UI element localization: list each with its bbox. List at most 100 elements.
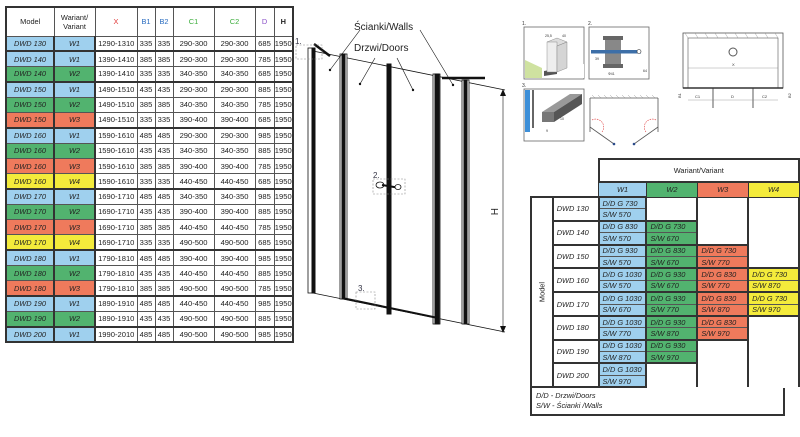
cell-c1: 390-400 — [172, 111, 215, 129]
cell-model: DWD 150 — [5, 111, 55, 129]
walls-label: Ścianki/Walls — [354, 20, 413, 33]
installation-plan: X C1 D C2 B1 B2 — [677, 32, 792, 108]
wall-size-cell: S/W 970 — [597, 375, 648, 389]
cell-model: DWD 140 — [5, 66, 55, 83]
cell-variant: W2 — [53, 66, 96, 83]
cell-c1: 490-500 — [172, 310, 215, 328]
cell-c1: 440-450 — [172, 295, 215, 312]
empty-cell — [697, 339, 750, 364]
cell-model: DWD 150 — [5, 96, 55, 113]
cell-d: 985 — [254, 325, 275, 343]
detail-2-handle: 2. 39 Φ41 64 — [588, 21, 650, 80]
door-size-cell: D/D G 1030 — [597, 338, 648, 353]
empty-cell — [748, 220, 800, 245]
cell-variant: W1 — [53, 50, 96, 68]
wall-size-cell: S/W 870 — [597, 351, 648, 365]
cell-c2: 390-400 — [213, 203, 256, 221]
cell-b1: 485 — [136, 126, 156, 144]
cell-x: 1390-1410 — [94, 66, 138, 83]
cell-x: 1490-1510 — [94, 111, 138, 129]
empty-cell — [748, 244, 800, 269]
empty-cell — [748, 339, 800, 364]
cell-x: 1590-1610 — [94, 126, 138, 144]
model-axis-label: Model — [537, 282, 547, 303]
door-size-cell: D/D G 930 — [645, 314, 699, 329]
cell-c2: 340-350 — [213, 142, 256, 159]
shower-door-diagram: Ścianki/Walls Drzwi/Doors H 1. 2. 3. — [295, 20, 506, 333]
cell-b1: 435 — [136, 264, 156, 282]
cell-x: 1890-1910 — [94, 310, 138, 328]
cell-variant: W1 — [53, 295, 96, 312]
cell-model: DWD 190 — [5, 310, 55, 328]
empty-cell — [646, 197, 699, 221]
door-size-cell: D/D G 930 — [645, 338, 699, 353]
variant-model-label: DWD 190 — [551, 338, 600, 365]
variant-model-label: DWD 150 — [551, 243, 600, 270]
wall-size-cell: S/W 970 — [645, 351, 699, 365]
plan-label-c1: C1 — [695, 94, 701, 99]
cell-variant: W1 — [53, 187, 96, 205]
cell-b2: 335 — [154, 173, 174, 190]
cell-b2: 335 — [154, 234, 174, 251]
header-d: D — [254, 6, 275, 37]
cell-b2: 485 — [154, 249, 174, 266]
door-size-cell: D/D G 830 — [597, 219, 648, 234]
variant-title: Wariant/Variant — [597, 158, 800, 183]
header-c2: C2 — [213, 6, 256, 37]
door-size-cell: D/D G 730 — [747, 267, 800, 281]
wall-size-cell: S/W 570 — [597, 280, 648, 294]
cell-b2: 385 — [154, 96, 174, 113]
cell-b1: 385 — [136, 50, 156, 68]
cell-d: 785 — [254, 157, 275, 175]
height-label: H — [488, 208, 499, 215]
variant-column-w3: W3 — [696, 181, 749, 198]
cell-c1: 290-300 — [172, 50, 215, 68]
cell-d: 885 — [254, 203, 275, 221]
door-size-cell: D/D G 730 — [696, 243, 750, 257]
cell-b1: 435 — [136, 80, 156, 98]
cell-b2: 385 — [154, 219, 174, 236]
plan-label-b1: B1 — [677, 92, 682, 98]
cell-b2: 435 — [154, 203, 174, 221]
cell-c1: 390-400 — [172, 249, 215, 266]
door-size-cell: D/D G 1030 — [597, 362, 648, 376]
legend-walls: S/W - Ścianki /Walls — [536, 401, 603, 411]
cell-b1: 335 — [136, 66, 156, 83]
cell-b1: 485 — [136, 295, 156, 312]
door-frame-drawing — [307, 43, 506, 333]
cell-model: DWD 170 — [5, 187, 55, 205]
cell-c2: 490-500 — [213, 310, 256, 328]
doors-label: Drzwi/Doors — [354, 43, 408, 54]
cell-b1: 485 — [136, 249, 156, 266]
wall-size-cell: S/W 770 — [696, 280, 750, 294]
cell-c2: 390-400 — [213, 111, 256, 129]
cell-d: 985 — [254, 249, 275, 266]
cell-x: 1590-1610 — [94, 157, 138, 175]
cell-b2: 435 — [154, 142, 174, 159]
cell-c1: 390-400 — [172, 203, 215, 221]
cell-variant: W1 — [53, 325, 96, 343]
cell-model: DWD 180 — [5, 264, 55, 282]
plan-label-d: D — [731, 94, 734, 99]
cell-variant: W1 — [53, 80, 96, 98]
empty-cell — [697, 220, 750, 245]
header-c1: C1 — [172, 6, 215, 37]
wall-size-cell: S/W 870 — [645, 327, 699, 341]
cell-b1: 485 — [136, 325, 156, 343]
cell-d: 685 — [254, 66, 275, 83]
door-size-cell: D/D G 1030 — [597, 314, 648, 329]
plan-label-b2: B2 — [787, 92, 792, 98]
wall-size-cell: S/W 870 — [696, 304, 750, 317]
